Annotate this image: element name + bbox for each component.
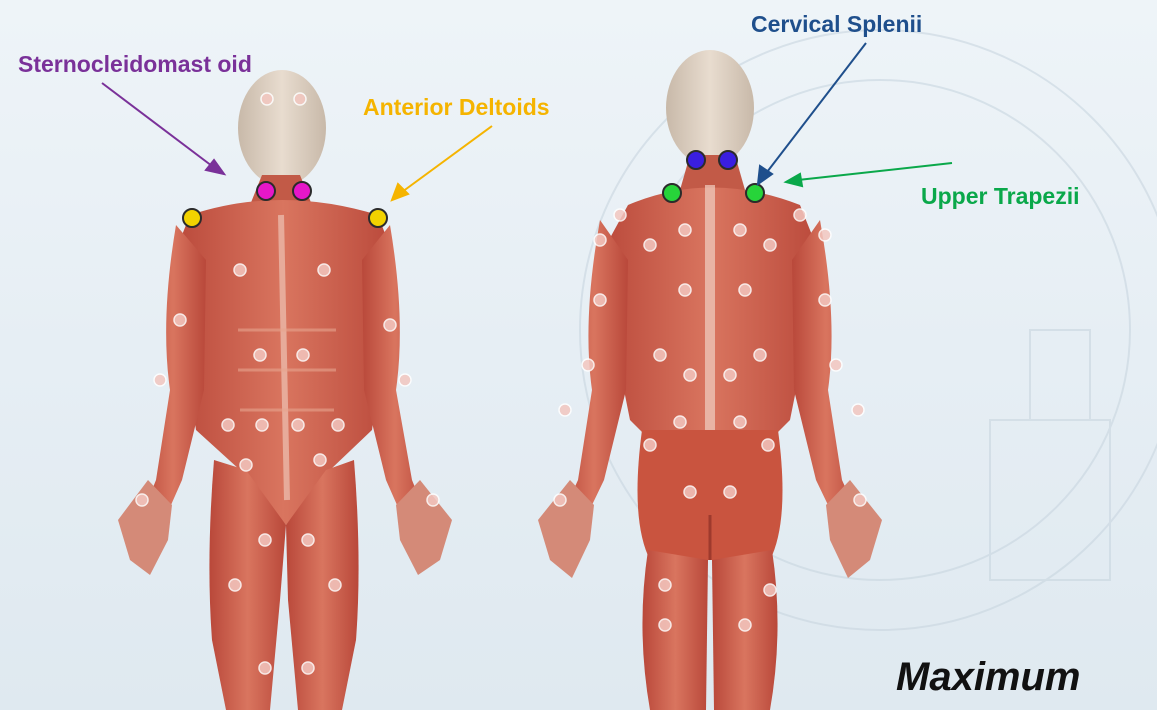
back-body-figure bbox=[538, 50, 882, 710]
deltoid-marker-left bbox=[183, 209, 201, 227]
scm-arrow bbox=[102, 83, 212, 166]
sternocleidomastoid-label: Sternocleidomast oid bbox=[18, 50, 288, 78]
front-body-figure bbox=[118, 70, 452, 710]
anterior-deltoids-label: Anterior Deltoids bbox=[363, 93, 550, 121]
deltoid-arrow bbox=[402, 126, 492, 192]
intensity-caption: Maximum bbox=[896, 655, 1081, 700]
scm-marker-left bbox=[257, 182, 275, 200]
trapezii-marker-left bbox=[663, 184, 681, 202]
cervical-splenii-label: Cervical Splenii bbox=[751, 10, 922, 38]
splenii-marker-left bbox=[687, 151, 705, 169]
trapezii-arrow bbox=[798, 163, 952, 180]
splenii-arrow bbox=[764, 43, 866, 176]
deltoid-marker-right bbox=[369, 209, 387, 227]
scm-marker-right bbox=[293, 182, 311, 200]
splenii-marker-right bbox=[719, 151, 737, 169]
trapezii-marker-right bbox=[746, 184, 764, 202]
upper-trapezii-label: Upper Trapezii bbox=[921, 182, 1079, 210]
